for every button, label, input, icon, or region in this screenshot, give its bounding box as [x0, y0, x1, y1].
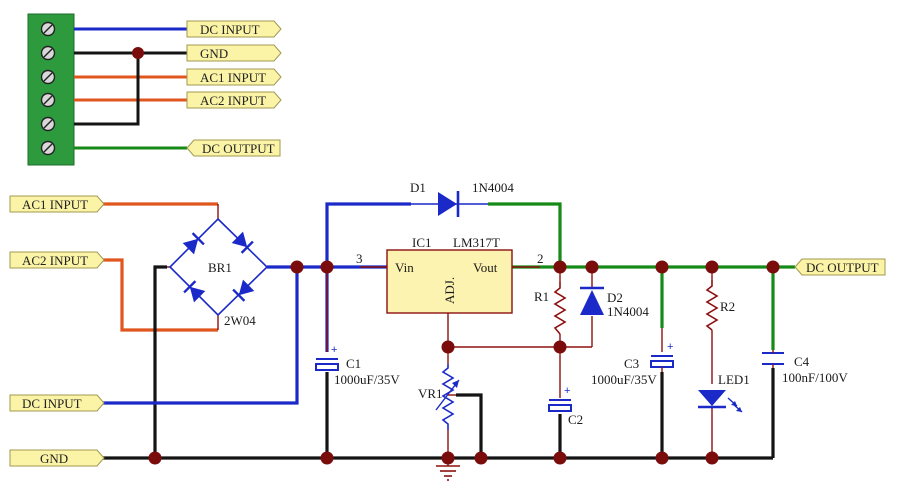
- svg-text:AC1 INPUT: AC1 INPUT: [22, 197, 88, 212]
- wire-terminal-gnd-link: [74, 53, 140, 126]
- c3-plus: +: [667, 341, 673, 353]
- junctions: [148, 260, 780, 465]
- component-leads: [167, 204, 713, 458]
- terminal-screw-3: [40, 69, 56, 85]
- flag-ac2-left: AC2 INPUT: [9, 251, 105, 269]
- diode-d2: D2 1N4004: [580, 286, 649, 319]
- r1-ref: R1: [534, 289, 549, 304]
- c3-ref: C3: [624, 356, 639, 371]
- junction: [766, 260, 780, 274]
- junction: [474, 451, 488, 465]
- main-wires: [103, 202, 795, 460]
- flag-ac1-left: AC1 INPUT: [9, 195, 105, 213]
- bridge-rectifier-br1: BR1 2W04: [168, 217, 269, 328]
- svg-text:GND: GND: [40, 451, 68, 466]
- ic1-pin-3: 3: [356, 251, 363, 266]
- ic1-pin-vout: Vout: [473, 260, 498, 275]
- resistor-r1: R1: [534, 282, 567, 335]
- r2-ref: R2: [720, 299, 735, 314]
- ic1-pin-adj: ADJ.: [442, 277, 457, 304]
- regulator-ic1: IC1 LM317T Vin Vout ADJ. 3 2: [356, 235, 544, 314]
- junction: [553, 260, 567, 274]
- svg-text:DC INPUT: DC INPUT: [200, 22, 260, 37]
- led-led1: LED1: [698, 372, 750, 413]
- junction: [148, 451, 162, 465]
- flag-gnd-top: GND: [186, 44, 282, 62]
- junction: [655, 451, 669, 465]
- junction-terminal-gnd: [132, 47, 144, 59]
- svg-text:GND: GND: [200, 46, 228, 61]
- ic1-ref: IC1: [412, 235, 432, 250]
- junction: [320, 260, 334, 274]
- d2-value: 1N4004: [607, 304, 649, 319]
- junction: [320, 451, 334, 465]
- c1-ref: C1: [346, 356, 361, 371]
- flag-ac2-top: AC2 INPUT: [186, 91, 282, 109]
- wire-vr1-wiper-gnd: [456, 393, 483, 458]
- ic1-value: LM317T: [453, 235, 500, 250]
- terminal-screw-6: [40, 140, 56, 156]
- svg-text:DC OUTPUT: DC OUTPUT: [806, 260, 879, 275]
- terminal-screw-2: [40, 45, 56, 61]
- c4-ref: C4: [794, 354, 810, 369]
- terminal-screw-1: [40, 21, 56, 37]
- svg-text:AC1 INPUT: AC1 INPUT: [200, 70, 266, 85]
- terminal-screw-5: [40, 116, 56, 132]
- junction: [585, 260, 599, 274]
- vr1-ref: VR1: [418, 386, 443, 401]
- br1-value: 2W04: [224, 313, 256, 328]
- diode-d1: D1 1N4004: [410, 180, 514, 217]
- svg-text:DC INPUT: DC INPUT: [22, 396, 82, 411]
- terminal-wires: [74, 27, 187, 150]
- c1-value: 1000uF/35V: [334, 372, 400, 387]
- potentiometer-vr1: VR1: [418, 364, 460, 481]
- c2-ref: C2: [568, 412, 583, 427]
- junction: [705, 451, 719, 465]
- junction: [705, 260, 719, 274]
- capacitor-c3: + C3 1000uF/35V: [591, 328, 674, 387]
- junction: [290, 260, 304, 274]
- c2-plus: +: [564, 385, 570, 397]
- ic1-pin-vin: Vin: [395, 260, 414, 275]
- capacitor-c2: + C2: [548, 385, 583, 427]
- c1-plus: +: [331, 344, 337, 356]
- br1-ref: BR1: [208, 260, 232, 275]
- flag-gnd-left: GND: [9, 449, 105, 467]
- capacitor-c1: + C1 1000uF/35V: [315, 344, 400, 387]
- junction: [553, 451, 567, 465]
- d2-ref: D2: [607, 290, 623, 305]
- resistor-r2: R2: [705, 280, 735, 331]
- flag-dc-input-left: DC INPUT: [9, 394, 105, 412]
- capacitor-c4: C4 100nF/100V: [762, 350, 848, 385]
- svg-text:AC2 INPUT: AC2 INPUT: [22, 253, 88, 268]
- wire-bridge-neg: [153, 265, 167, 458]
- flag-dc-output-top: DC OUTPUT: [186, 139, 281, 157]
- terminal-block: [27, 13, 75, 166]
- c4-value: 100nF/100V: [782, 370, 848, 385]
- wire-ac2: [103, 258, 218, 332]
- d1-ref: D1: [410, 180, 426, 195]
- wire-d1-vout: [488, 202, 562, 267]
- junction: [441, 340, 455, 354]
- ic1-pin-2: 2: [537, 251, 544, 266]
- wire-dc-input: [103, 267, 299, 405]
- junction: [441, 451, 455, 465]
- svg-text:AC2 INPUT: AC2 INPUT: [200, 93, 266, 108]
- junction: [553, 340, 567, 354]
- d1-value: 1N4004: [472, 180, 514, 195]
- flag-ac1-top: AC1 INPUT: [186, 68, 282, 86]
- led1-ref: LED1: [718, 372, 750, 387]
- flag-dc-output-right: DC OUTPUT: [794, 258, 886, 276]
- junction: [655, 260, 669, 274]
- c3-value: 1000uF/35V: [591, 372, 657, 387]
- svg-text:DC OUTPUT: DC OUTPUT: [202, 141, 275, 156]
- terminal-screw-4: [40, 92, 56, 108]
- flag-dc-input-top: DC INPUT: [186, 20, 282, 38]
